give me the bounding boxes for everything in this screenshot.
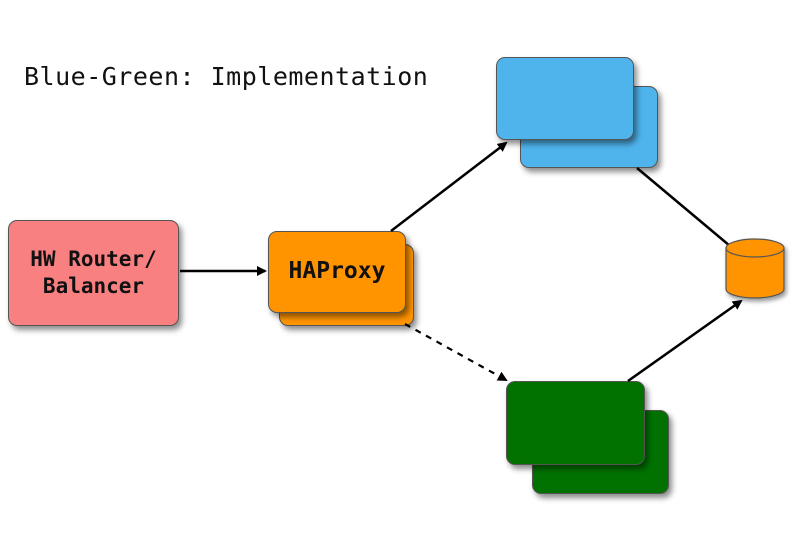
blue-env-front bbox=[496, 57, 634, 140]
haproxy-label: HAProxy bbox=[288, 258, 386, 285]
edge-blue-database bbox=[636, 167, 738, 253]
edge-green-database bbox=[627, 299, 743, 383]
database-icon bbox=[725, 238, 785, 299]
router-node bbox=[8, 220, 179, 326]
router-label: HW Router/ Balancer bbox=[8, 220, 179, 326]
haproxy-node bbox=[268, 231, 406, 313]
green-env-front bbox=[506, 381, 645, 465]
router-label-line1: HW Router/ bbox=[30, 246, 157, 271]
edge-haproxy-blue bbox=[390, 141, 508, 232]
router-label-line2: Balancer bbox=[42, 274, 145, 298]
edge-haproxy-green bbox=[404, 323, 508, 381]
diagram-title: Blue-Green: Implementation bbox=[24, 62, 429, 91]
